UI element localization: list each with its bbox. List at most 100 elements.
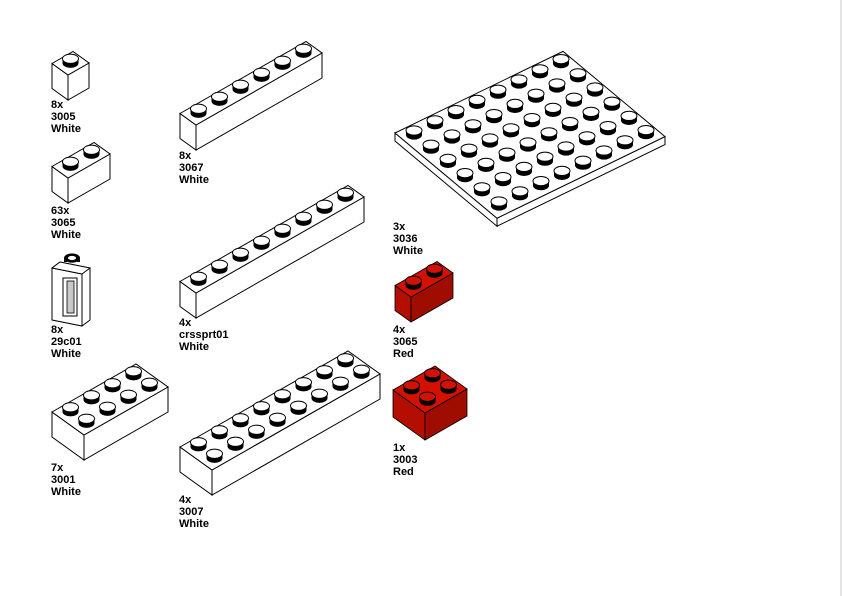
stud [599,121,617,136]
part-color: White [51,348,81,360]
part-label-3065-red: 4x 3065 Red [393,324,417,360]
part-color: Red [393,466,414,478]
stud [337,187,354,202]
stud [332,376,349,391]
stud [561,117,579,132]
brick-29c01 [50,253,92,327]
stud [295,43,312,58]
stud [574,155,592,170]
stud [536,151,554,166]
stud [565,92,583,107]
stud [553,165,571,180]
stud [515,161,533,176]
stud [527,88,545,103]
brick-3065 [51,141,111,204]
part-label-3067: 8x 3067 White [179,150,209,186]
stud [190,103,207,118]
part-number: 3003 [393,454,418,466]
part-number: 3067 [179,162,204,174]
brick-3007 [179,350,381,496]
stud [83,144,100,159]
part-color: White [51,229,81,241]
stud [637,125,655,140]
brick-3005 [51,50,90,101]
stud [211,259,228,274]
part-color: White [51,486,81,498]
brick-3036 [394,50,666,228]
part-number: 3001 [51,474,76,486]
stud [532,176,550,191]
stud [190,271,207,286]
stud [206,448,223,463]
door-window [66,280,75,314]
stud [443,129,461,144]
stud [337,353,354,368]
stud [232,413,249,428]
stud [405,125,423,140]
stud [481,133,499,148]
part-color: White [179,174,209,186]
part-color: White [179,341,209,353]
stud [485,109,503,124]
stud [468,94,486,110]
part-color: White [51,123,81,135]
stud [104,378,121,393]
stud [519,137,537,152]
stud [464,119,482,134]
stud [232,79,249,94]
part-label-3065-white: 63x 3065 White [51,205,81,241]
stud [490,196,508,211]
part-label-3001: 7x 3001 White [51,462,81,498]
stud [253,401,270,416]
part-color: White [179,518,209,530]
stud [511,186,529,201]
stud [125,366,142,381]
stud [62,53,79,68]
stud [439,153,457,168]
part-label-3005: 8x 3005 White [51,99,81,135]
stud [141,377,158,392]
stud [274,55,291,70]
stud [506,98,524,113]
stud [422,139,440,154]
part-label-3003: 1x 3003 Red [393,442,417,478]
part-number: crssprt01 [179,329,229,341]
part-label-crssprt01: 4x crssprt01 White [179,317,229,353]
stud [248,424,265,439]
stud [353,364,370,379]
stud [557,141,575,156]
stud [295,377,312,392]
stud [440,379,457,394]
stud [419,391,436,406]
stud [473,182,491,197]
stud [62,156,79,171]
stud [603,96,621,111]
stud [290,400,307,415]
stud [494,172,512,187]
part-number: 3065 [393,336,418,348]
brick-3065 [394,261,454,323]
stud [78,413,95,428]
brick-top-face [392,365,468,414]
stud [316,199,333,214]
stud [424,368,441,383]
stud [120,389,137,404]
stud [253,235,270,250]
stud [62,402,79,417]
stud [274,389,291,404]
stud [211,425,228,440]
stud [531,64,549,79]
stud [269,412,286,427]
stud [99,401,116,416]
part-number: 29c01 [51,336,82,348]
stud [232,247,249,262]
brick-top-face [179,184,365,294]
part-label-29c01: 8x 29c01 White [51,324,82,360]
stud [502,123,520,138]
part-qty: 8x [51,99,64,111]
part-qty: 1x [393,442,406,454]
part-qty: 63x [51,205,70,217]
part-qty: 4x [393,324,406,336]
stud [582,106,600,122]
